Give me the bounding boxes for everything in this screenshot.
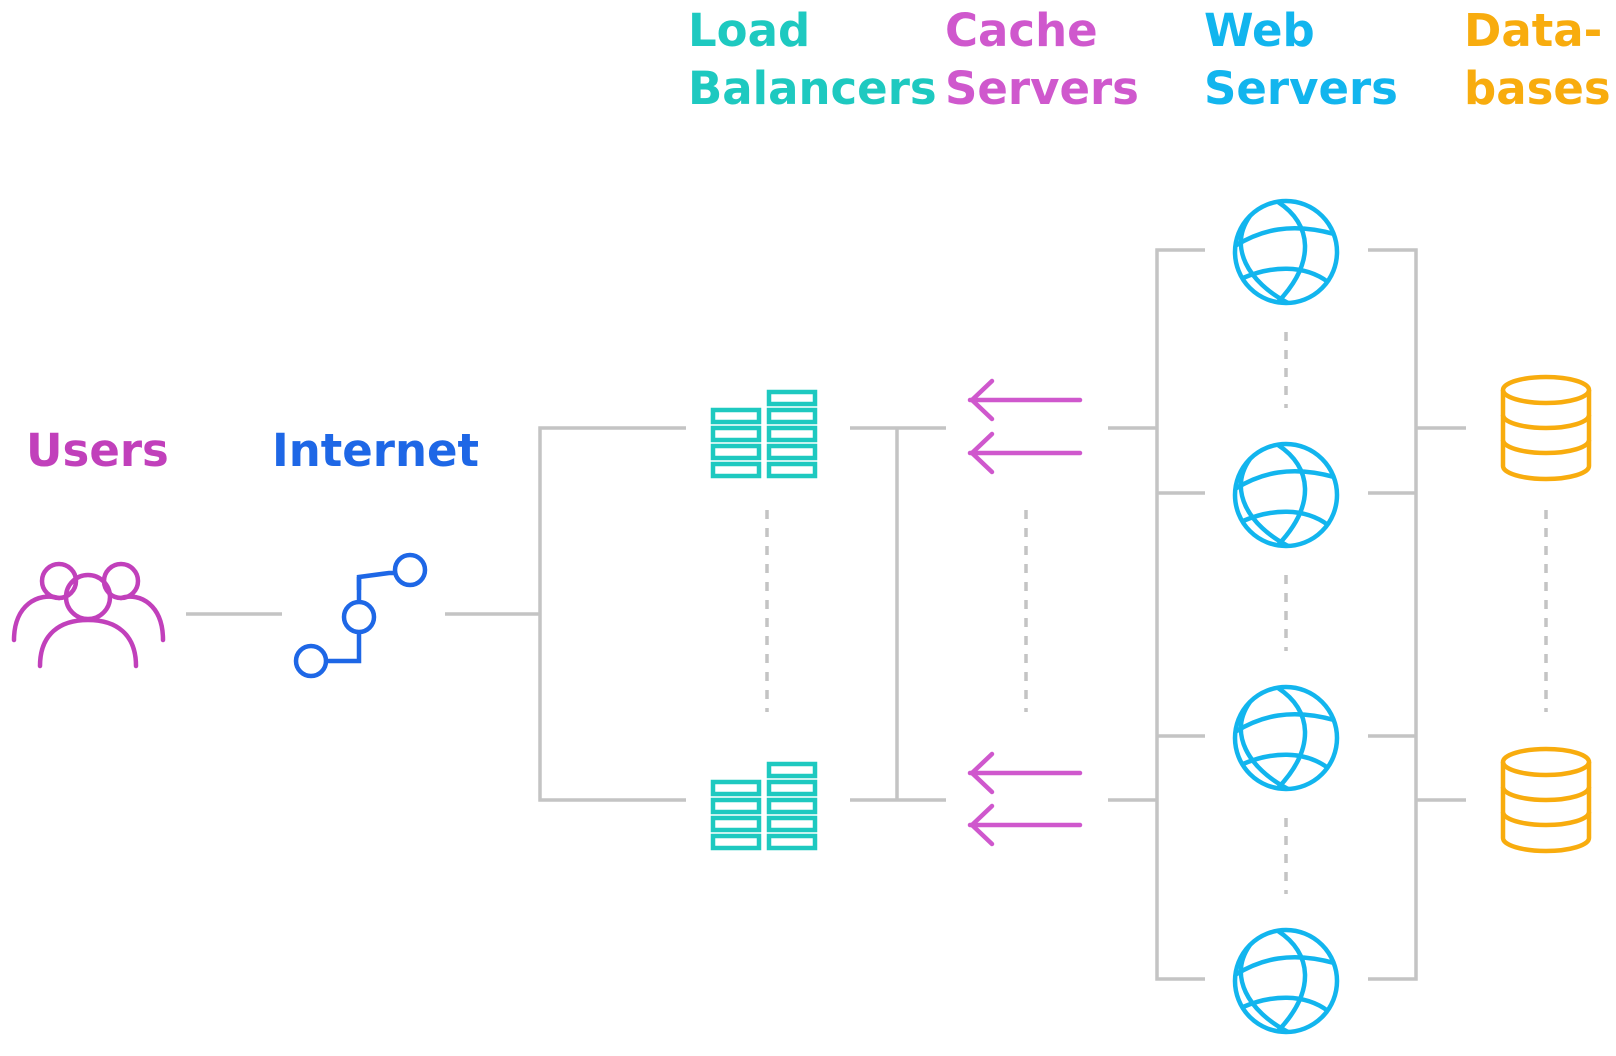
database-cylinder-bottom — [1503, 749, 1589, 851]
network-route-icon — [293, 552, 428, 679]
load-balancer-server-top — [713, 392, 815, 476]
web-server-globe-2 — [1235, 444, 1337, 546]
cache-arrows-bottom — [970, 754, 1080, 844]
cache-arrows-top — [970, 381, 1080, 472]
cache-servers-label-line2: Servers — [945, 62, 1139, 115]
database-cylinder-top — [1503, 377, 1589, 479]
web-server-globe-1 — [1235, 201, 1337, 303]
load-balancer-server-bottom — [713, 764, 815, 848]
web-servers-label-line1: Web — [1204, 4, 1315, 57]
web-servers-label-line2: Servers — [1204, 62, 1398, 115]
continuation-dots — [765, 332, 1548, 894]
users-label: Users — [26, 424, 169, 477]
databases-label-line2: bases — [1464, 62, 1611, 115]
load-balancers-label-line1: Load — [688, 4, 810, 57]
databases-label-line1: Data- — [1464, 4, 1602, 57]
users-group-icon — [11, 561, 166, 669]
internet-label: Internet — [272, 424, 479, 477]
cache-servers-label-line1: Cache — [945, 4, 1098, 57]
load-balancers-label-line2: Balancers — [688, 62, 937, 115]
web-server-globe-3 — [1235, 687, 1337, 789]
web-server-globe-4 — [1235, 930, 1337, 1032]
connection-lines — [186, 248, 1466, 981]
